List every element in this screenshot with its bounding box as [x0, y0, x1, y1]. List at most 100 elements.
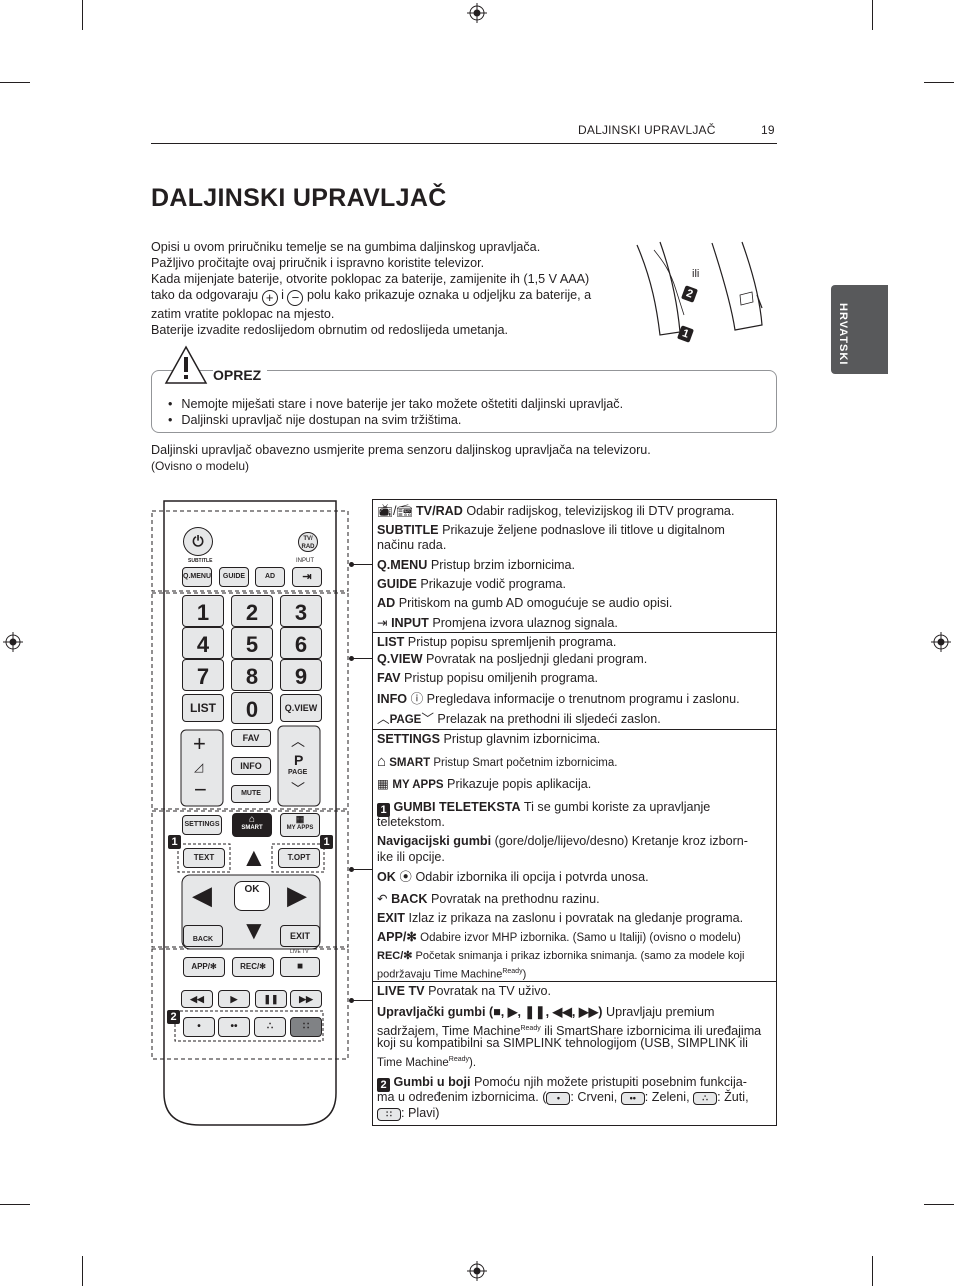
intro-line: Baterije izvadite redoslijedom obrnutim …	[151, 323, 509, 337]
button-descriptions: 📺︎/📻︎ TV/RAD Odabir radijskog, televizij…	[372, 499, 777, 1126]
desc-divider	[373, 981, 776, 982]
intro-fragment: tako da odgovaraju	[151, 288, 259, 302]
home-icon: ⌂	[377, 753, 387, 770]
desc-smart: ⌂ SMART Pristup Smart početnim izbornici…	[377, 753, 618, 770]
nav-left-icon[interactable]: ◀	[192, 880, 212, 910]
blue-key-icon: ∷	[377, 1108, 401, 1121]
crop-mark	[924, 1204, 954, 1205]
desc-control-cont: Time MachineReady).	[377, 1056, 477, 1069]
fav-button[interactable]: FAV	[231, 729, 271, 747]
fast-forward-button[interactable]: ▶▶	[290, 990, 322, 1008]
info-icon: ⓘ	[410, 692, 424, 706]
desc-teletext: 1 GUMBI TELETEKSTA Ti se gumbi koriste z…	[377, 800, 710, 817]
desc-rec: REC/✻ Početak snimanja i prikaz izbornik…	[377, 950, 745, 962]
fast-forward-icon: ▶▶	[299, 994, 313, 1004]
blue-button[interactable]: ∷	[290, 1017, 322, 1037]
topt-button[interactable]: T.OPT	[278, 848, 320, 868]
green-button[interactable]: ••	[218, 1017, 250, 1037]
power-button[interactable]: ⏻	[183, 527, 213, 556]
warning-triangle-icon	[164, 345, 208, 384]
mute-button[interactable]: MUTE	[231, 785, 271, 803]
color-badge: 2	[377, 1078, 390, 1092]
ad-button[interactable]: AD	[255, 567, 285, 587]
input-button[interactable]: ⇥	[292, 567, 322, 587]
crop-mark	[0, 82, 30, 83]
channel-up-icon[interactable]: ︿	[291, 733, 305, 749]
intro-line: Opisi u ovom priručniku temelje se na gu…	[151, 240, 541, 254]
rewind-icon: ◀◀	[190, 994, 204, 1004]
my-apps-button[interactable]: ▦MY APPS	[280, 813, 320, 837]
desc-info: INFO ⓘ Pregledava informacije o trenutno…	[377, 692, 740, 706]
digit-8-button[interactable]: 8	[231, 659, 273, 691]
digit-3-button[interactable]: 3	[280, 595, 322, 627]
home-icon: ⌂	[248, 814, 256, 825]
red-button[interactable]: •	[183, 1017, 215, 1037]
desc-subtitle-cont: načinu rada.	[377, 538, 447, 552]
exit-button[interactable]: EXIT	[280, 925, 320, 947]
caution-item: Nemojte miješati stare i nove baterije j…	[168, 396, 623, 412]
info-button[interactable]: INFO	[231, 757, 271, 775]
connector-dot	[349, 656, 354, 661]
yellow-button[interactable]: ∴	[254, 1017, 286, 1037]
digit-1-button[interactable]: 1	[182, 595, 224, 627]
battery-or-label: ili	[692, 268, 700, 280]
desc-back: ↶ BACK Povratak na prethodnu razinu.	[377, 892, 600, 906]
list-button[interactable]: LIST	[182, 694, 224, 722]
connector-line	[352, 1000, 372, 1001]
volume-up-icon[interactable]: +	[193, 731, 206, 756]
settings-button[interactable]: SETTINGS	[182, 815, 222, 835]
language-tab-label: HRVATSKI	[837, 303, 849, 366]
desc-ok: OK ⦿ Odabir izbornika ili opcija i potvr…	[377, 870, 649, 884]
plus-pole-icon: +	[261, 290, 278, 306]
back-button[interactable]: BACK	[183, 925, 223, 947]
language-tab: HRVATSKI	[831, 285, 888, 374]
digit-6-button[interactable]: 6	[280, 627, 322, 659]
crop-mark	[872, 0, 873, 30]
page-title: DALJINSKI UPRAVLJAČ	[151, 184, 447, 212]
caution-item: Daljinski upravljač nije dostupan na svi…	[168, 412, 623, 428]
digit-5-button[interactable]: 5	[231, 627, 273, 659]
my-apps-label: MY APPS	[286, 825, 314, 831]
nav-right-icon[interactable]: ▶	[287, 880, 307, 910]
digit-0-button[interactable]: 0	[231, 692, 273, 724]
caution-list: Nemojte miješati stare i nove baterije j…	[168, 396, 623, 428]
rec-button[interactable]: REC/✻	[232, 957, 274, 977]
green-dots-icon: ••	[230, 1021, 238, 1032]
note-line: Daljinski upravljač obavezno usmjerite p…	[151, 443, 651, 457]
text-button[interactable]: TEXT	[183, 848, 225, 868]
play-button[interactable]: ▶	[218, 990, 250, 1008]
desc-guide: GUIDE Prikazuje vodič programa.	[377, 577, 566, 591]
input-label: INPUT	[296, 558, 314, 564]
digit-7-button[interactable]: 7	[182, 659, 224, 691]
intro-text: Opisi u ovom priručniku temelje se na gu…	[151, 239, 621, 338]
nav-up-icon[interactable]: ▲	[241, 842, 267, 872]
desc-color-cont: ma u određenim izbornicima. (•: Crveni, …	[377, 1090, 749, 1105]
crop-mark	[0, 1204, 30, 1205]
app-button[interactable]: APP/✻	[183, 957, 225, 977]
digit-2-button[interactable]: 2	[231, 595, 273, 627]
smart-button[interactable]: ⌂SMART	[232, 813, 272, 837]
volume-down-icon[interactable]: −	[194, 777, 207, 802]
nav-down-icon[interactable]: ▼	[241, 915, 267, 945]
intro-fragment: polu kako prikazuje oznaka u odjeljku za…	[306, 288, 592, 302]
digit-9-button[interactable]: 9	[280, 659, 322, 691]
desc-livetv: LIVE TV Povratak na TV uživo.	[377, 984, 552, 998]
pause-button[interactable]: ❚❚	[255, 990, 287, 1008]
qview-button[interactable]: Q.VIEW	[280, 694, 322, 722]
qmenu-button[interactable]: Q.MENU	[182, 567, 212, 587]
digit-4-button[interactable]: 4	[182, 627, 224, 659]
header-section: DALJINSKI UPRAVLJAČ	[578, 123, 716, 137]
live-tv-label: LIVE TV	[290, 949, 309, 955]
pause-icon: ❚❚	[263, 994, 279, 1004]
tv-rad-button[interactable]: TV/ RAD	[298, 532, 318, 552]
remote-control-illustration: ⏻ TV/ RAD SUBTITLE INPUT Q.MENU GUIDE AD…	[150, 497, 350, 1127]
channel-down-icon[interactable]: ﹀	[291, 781, 305, 797]
intro-fragment: i	[281, 288, 284, 302]
connector-line	[352, 869, 372, 870]
desc-color-cont: ∷: Plavi)	[377, 1106, 440, 1121]
rewind-button[interactable]: ◀◀	[181, 990, 213, 1008]
guide-button[interactable]: GUIDE	[219, 567, 249, 587]
ok-button[interactable]: OK	[234, 881, 270, 911]
live-tv-button[interactable]: ■	[280, 957, 320, 977]
desc-subtitle: SUBTITLE Prikazuje željene podnaslove il…	[377, 523, 725, 537]
